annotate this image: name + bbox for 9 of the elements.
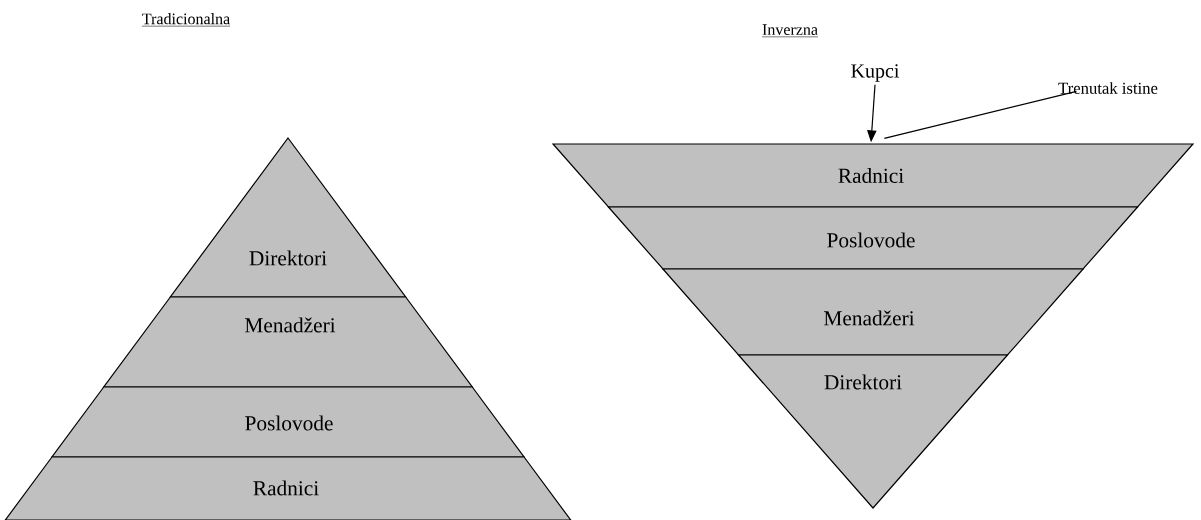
pyramid-level: Direktori [169, 137, 407, 298]
heading: Tradicionalna [141, 13, 231, 27]
text-label: Trenutak istine [1058, 82, 1158, 94]
text-label: Kupci [851, 64, 900, 82]
pyramid-level: Direktori [737, 354, 1009, 509]
pyramid-level: Radnici [4, 456, 572, 520]
leader-line [883, 90, 1078, 139]
heading: Inverzna [761, 24, 819, 38]
pyramid-level: Poslovode [607, 206, 1139, 270]
